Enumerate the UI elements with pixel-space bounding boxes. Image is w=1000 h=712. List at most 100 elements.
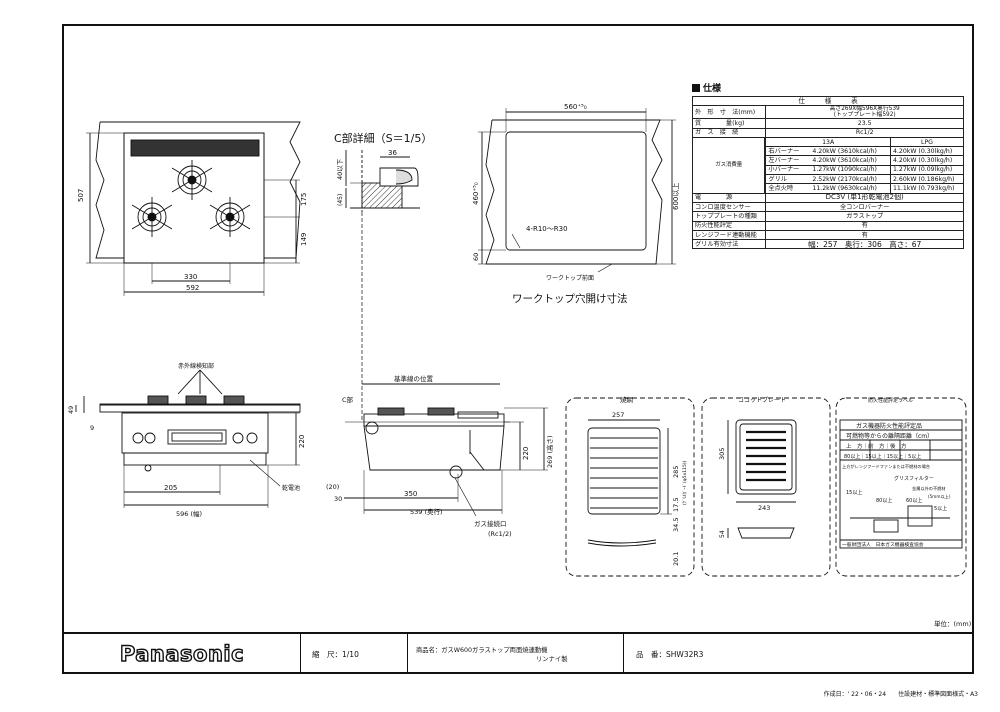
cutout-drawing	[478, 108, 676, 273]
dim-257: 257	[612, 411, 624, 419]
fire-label-box	[835, 397, 967, 577]
unit-label: 単位：(mm)	[934, 620, 972, 628]
gas-row-a: 小バーナー 1.27kW (1090kcal/h)	[765, 164, 891, 176]
fire-label-l11: 60以上	[906, 497, 922, 504]
gas-row-value-b: 2.60kW (0.186kg/h)	[889, 174, 965, 185]
dim-34-5: 34.5	[672, 518, 680, 532]
fire-label-l6: グリスフィルター	[894, 475, 934, 482]
dim-269: 269 (高さ)	[545, 435, 554, 468]
top-view-cooktop	[86, 121, 301, 296]
front-view	[75, 369, 301, 508]
gas-row-value-a: 2.52kW (2170kcal/h)	[812, 175, 877, 183]
gas-row-label: 全点火時	[768, 185, 794, 193]
brand-logo: Panasonic	[119, 641, 245, 666]
detail-c-title: C部詳細（S＝1/5）	[334, 131, 432, 145]
fire-label-l1: ガス機器防火性能評定品	[856, 422, 922, 430]
dim-539: 539 (奥行)	[410, 507, 443, 516]
spec-label: 外 形 寸 法(mm)	[691, 105, 767, 120]
scale-cell: 縮 尺：1/10	[300, 634, 408, 674]
footer-text: 作成日：' 22・06・24 住設建材・標準図面様式・A3	[823, 691, 978, 698]
gas-group-cell: ガス消費量	[691, 136, 767, 194]
dim-220-front: 220	[298, 435, 306, 448]
cocotte-title: ココットプレート	[738, 397, 786, 404]
dim-54: 54	[719, 530, 726, 538]
maker-name: リンナイ製	[536, 656, 568, 663]
burner-right	[209, 197, 251, 237]
spec-label: 質 量(kg)	[691, 118, 767, 129]
spec-title: 仕様	[692, 81, 721, 94]
gas-col-lpg: LPG	[889, 136, 965, 148]
dim-220-side: 220	[522, 447, 530, 460]
dim-560: 560⁺⁵₀	[564, 103, 587, 111]
dim-17-5: 17.5	[672, 498, 680, 512]
cocotte-plate-box	[701, 397, 831, 577]
worktop-front-label: ワークトップ前面	[546, 274, 594, 282]
gas-row-label: 小バーナー	[768, 166, 800, 174]
fire-label-l2: 可燃物等からの離隔距離（cm）	[846, 432, 933, 440]
gas-col-13a: 13A	[765, 136, 891, 148]
fire-label-l3: 上 方｜前 方｜後 方	[846, 442, 907, 450]
model-number: 品 番：SHW32R3	[636, 649, 704, 659]
gas-row-a: グリル 2.52kW (2170kcal/h)	[765, 174, 891, 185]
dim-45: (45)	[337, 194, 344, 206]
spec-value: 有	[765, 229, 964, 241]
spec-label: レンジフード連動機能	[691, 229, 767, 241]
dim-460: 460⁺⁵₀	[472, 182, 480, 205]
fire-label-l13: 一般財団法人 日本ガス機器検査協会	[842, 541, 924, 548]
dim-330: 330	[184, 273, 197, 281]
burner-top	[171, 160, 213, 200]
burner-left	[131, 197, 173, 237]
spec-value: 有	[765, 220, 964, 231]
dim-507: 507	[77, 189, 85, 202]
spec-value: Rc1/2	[765, 127, 964, 138]
gas-port-size: (Rc1/2)	[488, 530, 512, 538]
spec-title-marker	[692, 84, 700, 92]
gas-row-value-a: 4.20kW (3610kcal/h)	[812, 157, 877, 165]
gas-row-label: 右バーナー	[768, 147, 800, 155]
dim-305: 305	[718, 448, 726, 460]
gas-row-value-b: 4.20kW (0.30lkg/h)	[889, 155, 965, 166]
dim-243: 243	[758, 504, 770, 512]
spec-value: 高さ269X幅596X奥行539 (トッププレート幅592)	[765, 105, 964, 120]
detail-c-drawing	[345, 150, 420, 212]
gas-row-value-a: 1.27kW (1090kcal/h)	[812, 166, 877, 174]
gas-row-value-a: 11.2kW (9630kcal/h)	[812, 185, 877, 193]
product-name: 商品名：ガスW600ガラストップ両面焼連動機	[416, 647, 548, 654]
drawing-frame	[62, 24, 974, 674]
fire-label-l8: (5mm以上)	[928, 493, 951, 499]
scale-text: 縮 尺：1/10	[312, 649, 359, 659]
gas-row-label: グリル	[768, 175, 787, 183]
dim-36: 36	[388, 149, 397, 157]
fire-label-l12: 5以上	[934, 505, 947, 512]
gas-row-value-a: 4.20kW (3610kcal/h)	[812, 147, 877, 155]
spec-label: 電 源	[691, 192, 767, 203]
spec-label: コンロ温度センサー	[691, 201, 767, 213]
product-cell: 商品名：ガスW600ガラストップ両面焼連動機 リンナイ製	[408, 634, 624, 674]
gas-row-value-b: 11.1kW (0.793kg/h)	[889, 183, 965, 194]
gas-group-label: ガス消費量	[693, 137, 766, 193]
dim-205: 205	[164, 484, 177, 492]
fire-label-title: 防火性能評定ラベル	[868, 397, 913, 404]
side-view	[344, 383, 548, 517]
spec-value: 23.5	[765, 118, 964, 129]
spec-value: 全コンロバーナー	[765, 201, 964, 213]
gas-port-label: ガス接続口	[474, 519, 507, 528]
dim-149: 149	[300, 233, 308, 246]
gas-row-value-b: 1.27kW (0.09lkg/h)	[889, 164, 965, 176]
spec-label: ガ ス 接 続	[691, 127, 767, 138]
gas-row-a: 全点火時 11.2kW (9630kcal/h)	[765, 183, 891, 194]
dim-285-note: (ｸﾞﾘﾙｶﾞｰﾄﾞ(φ5x115))	[681, 460, 688, 505]
dim-285: 285	[672, 466, 680, 478]
spec-label: グリル有効寸法	[691, 239, 767, 250]
cutout-caption: ワークトップ穴開け寸法	[512, 292, 628, 305]
spec-header: 仕 様 表	[692, 95, 964, 107]
spec-title-text: 仕様	[703, 84, 722, 94]
dim-596: 596 (幅)	[176, 509, 202, 518]
dim-60: 60	[472, 253, 480, 261]
dim-9: 9	[90, 424, 94, 432]
dim-600: 600以上	[671, 183, 680, 210]
sensor-label: 赤外線検知部	[178, 362, 214, 370]
battery-label: 乾電池	[282, 484, 300, 492]
